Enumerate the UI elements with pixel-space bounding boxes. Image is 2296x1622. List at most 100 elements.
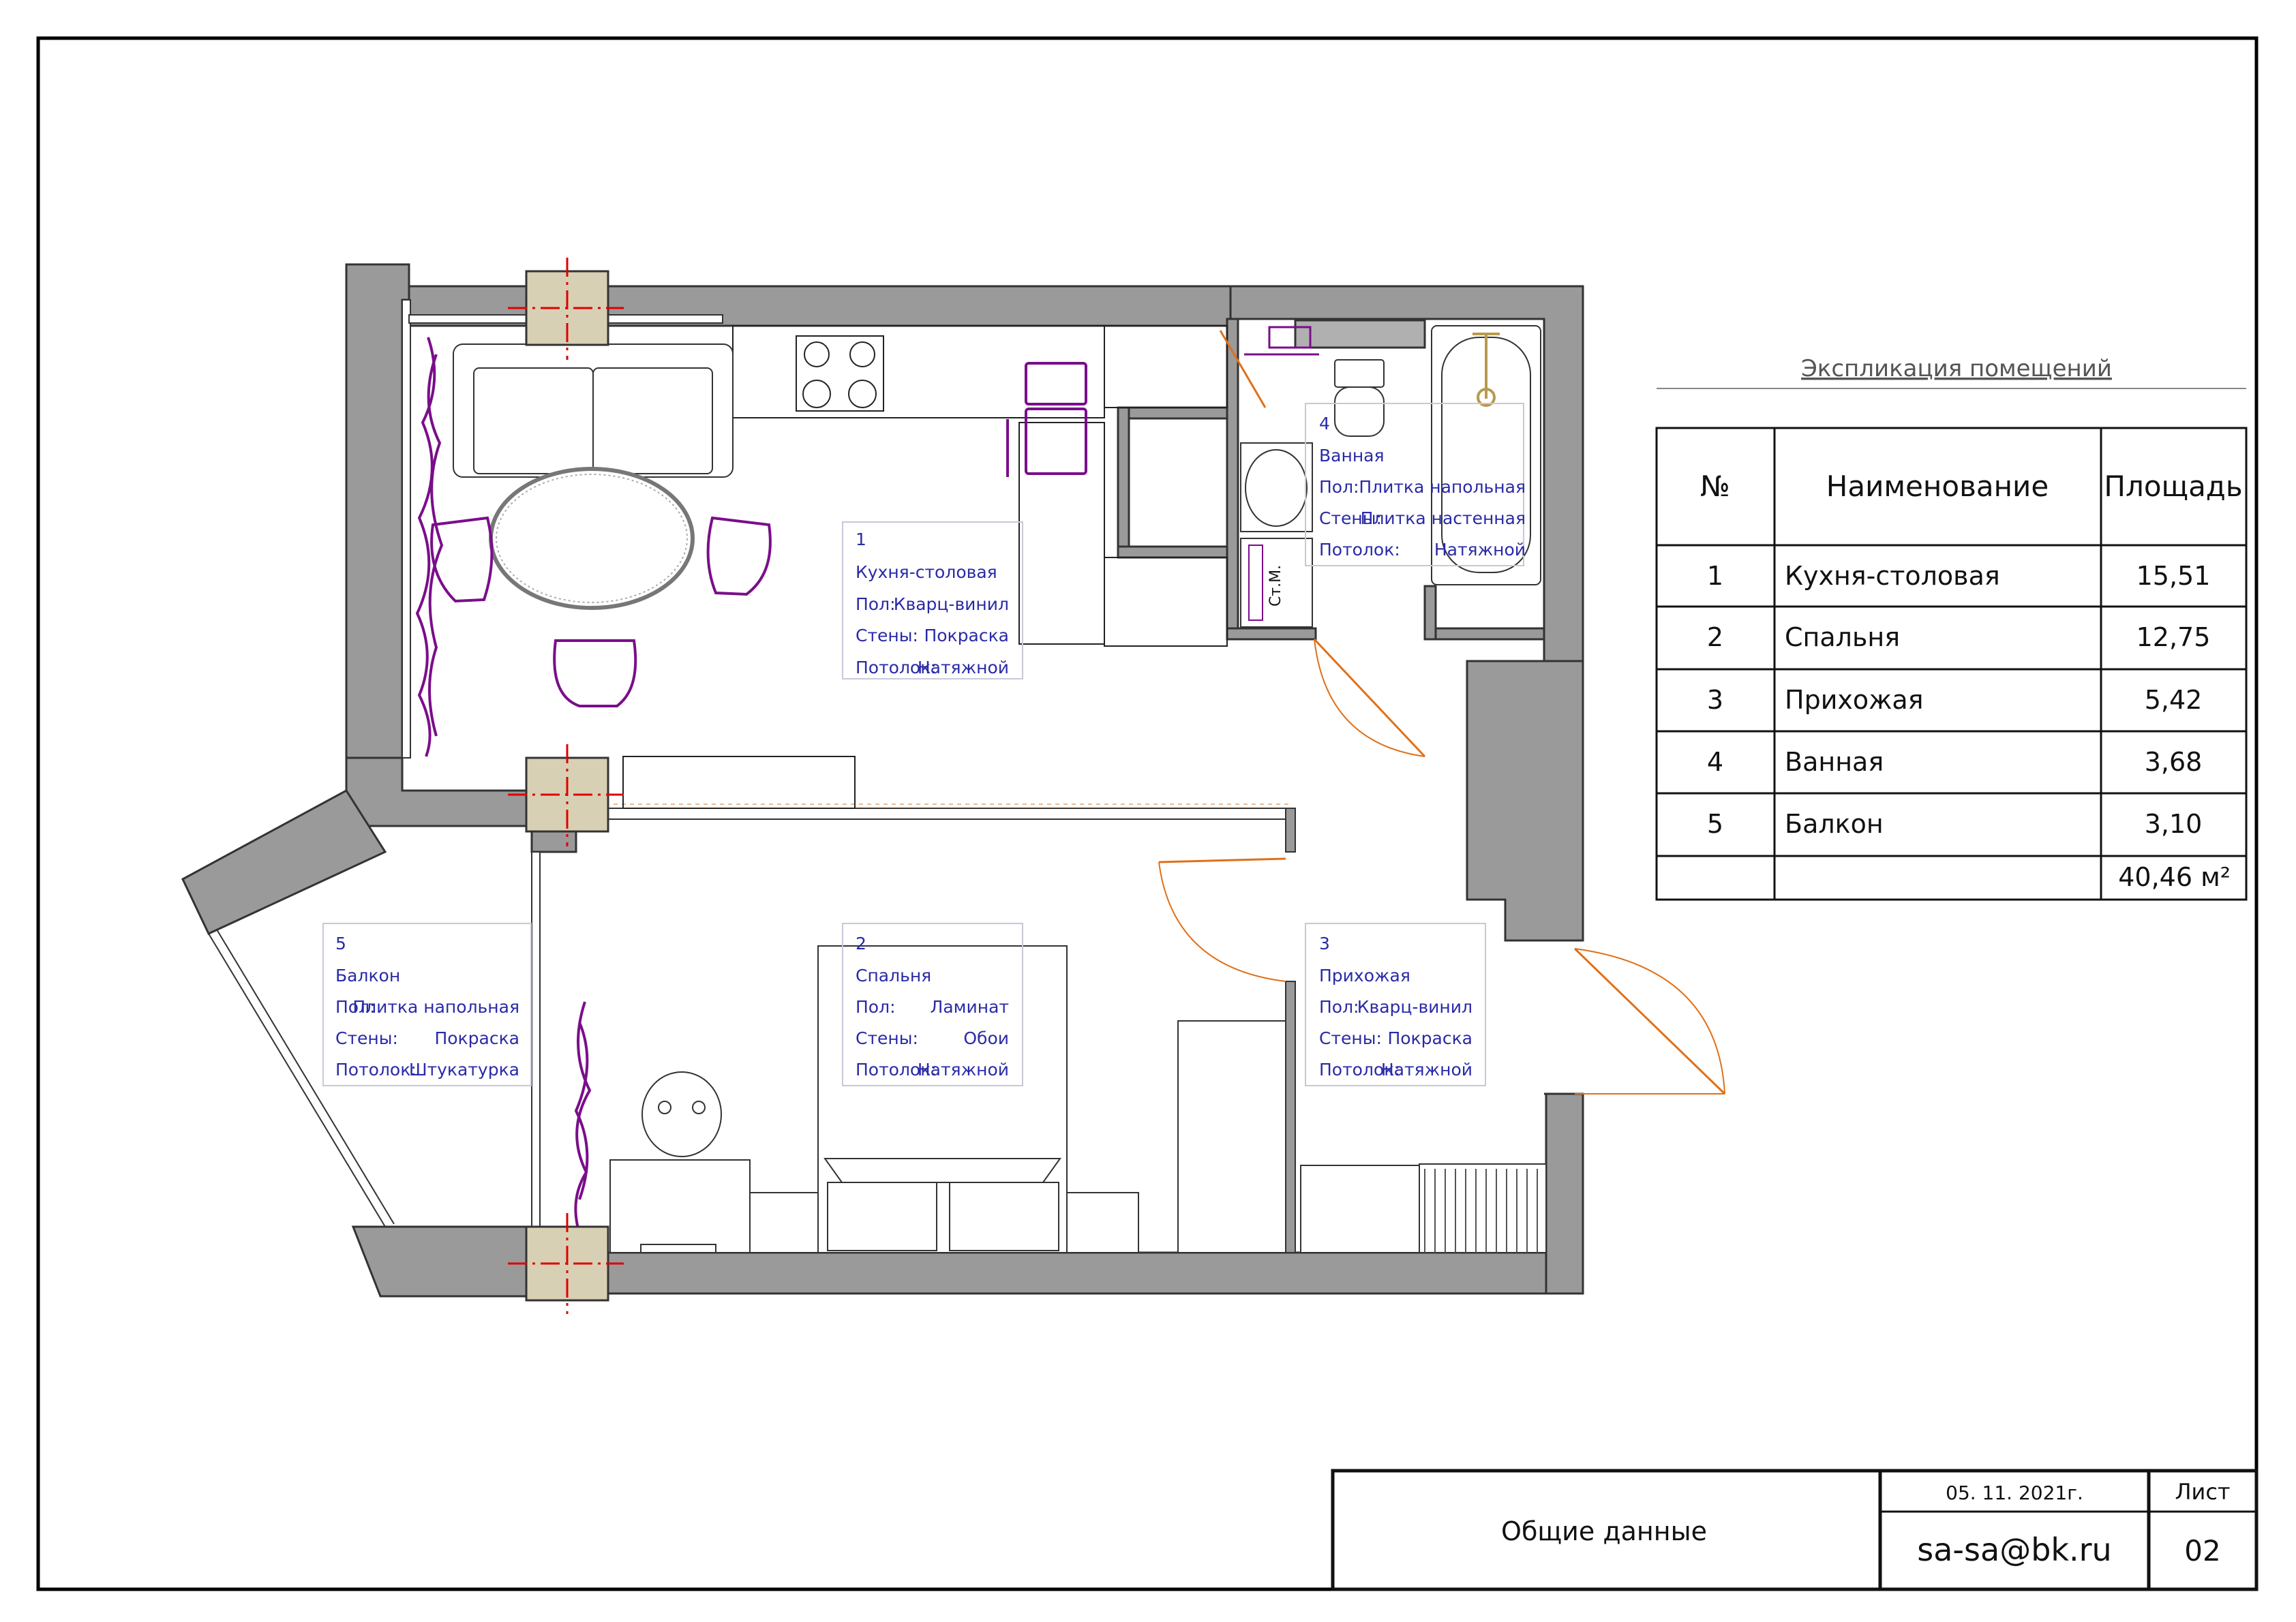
curtain-icon (415, 337, 444, 757)
label-text: 4 (1319, 414, 1330, 433)
label-text: Натяжной (918, 1060, 1009, 1080)
label-text: Ванная (1785, 747, 1884, 777)
bed-icon (817, 945, 1068, 1253)
label-text: 3 (1319, 934, 1330, 953)
label-text: Прихожая (1319, 966, 1410, 985)
label-text: Пол: (856, 594, 896, 614)
label-text: Покраска (924, 626, 1009, 645)
washer-icon (1240, 538, 1313, 628)
room-label-1: 1 Кухня-столовая Пол: Кварц-винил Стены:… (856, 530, 1009, 677)
label-text: Обои (963, 1028, 1009, 1048)
label-text: 2 (856, 934, 866, 953)
label-text: Кухня-столовая (856, 562, 997, 582)
fridge-icon (1006, 362, 1087, 477)
dining-table-icon (489, 467, 695, 610)
windows (402, 299, 723, 1227)
label-text: Покраска (434, 1028, 519, 1048)
label-text: 5 (1707, 809, 1723, 839)
explication-table: Экспликация помещений № Наименование Пло… (1655, 355, 2248, 901)
table-row: 1 Кухня-столовая 15,51 (1707, 561, 2210, 591)
balcony-outline (208, 929, 395, 1227)
label-text: Плитка напольная (1359, 477, 1526, 497)
room-label-4: 4 Ванная Пол: Плитка напольная Стены: Пл… (1319, 414, 1526, 560)
label-text: 15,51 (2136, 561, 2211, 591)
label-text: Стены: (335, 1028, 398, 1048)
label-text: 3,10 (2145, 809, 2203, 839)
label-text: Потолок: (856, 658, 937, 677)
title-stamp: Общие данные 05. 11. 2021г. Лист sa-sa@b… (1331, 1469, 2259, 1591)
label-text: Плитка настенная (1361, 508, 1526, 528)
stamp-sheet-number: 02 (2184, 1534, 2220, 1567)
sink-icon (1240, 442, 1313, 532)
table-row: 2 Спальня 12,75 (1707, 622, 2210, 652)
room-label-2: 2 Спальня Пол: Ламинат Стены: Обои Потол… (856, 934, 1009, 1080)
label-text: Пол: (1319, 477, 1359, 497)
shelf-icon (1244, 326, 1319, 356)
label-text: 1 (1707, 561, 1723, 591)
header-num: № (1700, 470, 1730, 503)
label-text: 3 (1707, 685, 1723, 715)
room-label-5: 5 Балкон Пол: Плитка напольная Стены: По… (335, 934, 519, 1080)
total-area: 40,46 м² (2118, 862, 2231, 892)
label-text: 5,42 (2145, 685, 2203, 715)
label-text: Стены: (856, 626, 918, 645)
label-text: Натяжной (918, 658, 1009, 677)
header-area: Площадь (2104, 470, 2242, 503)
table-row: 5 Балкон 3,10 (1707, 809, 2202, 839)
label-text: 1 (856, 530, 866, 549)
bedroom-furniture (609, 1020, 1547, 1253)
label-text: Кварц-винил (894, 594, 1009, 614)
label-text: Покраска (1387, 1028, 1472, 1048)
chair-icons (430, 516, 772, 707)
floor-plan: Ст.М. (181, 258, 1726, 1314)
chair-icon-bedroom (641, 1071, 722, 1157)
label-text: Пол: (1319, 997, 1359, 1017)
label-text: Ламинат (931, 997, 1009, 1017)
label-text: Балкон (1785, 809, 1884, 839)
interior-walls (1117, 318, 1545, 641)
label-text: Пол: (856, 997, 896, 1017)
partition-wall (575, 804, 1296, 1253)
label-text: Потолок: (856, 1060, 937, 1080)
label-text: Прихожая (1785, 685, 1924, 715)
stamp-title: Общие данные (1501, 1516, 1707, 1546)
label-text: Натяжной (1381, 1060, 1472, 1080)
room-label-3: 3 Прихожая Пол: Кварц-винил Стены: Покра… (1319, 934, 1472, 1080)
label-text: 3,68 (2145, 747, 2203, 777)
stamp-email: sa-sa@bk.ru (1917, 1531, 2111, 1568)
label-text: Плитка напольная (352, 997, 519, 1017)
stamp-date: 05. 11. 2021г. (1946, 1482, 2083, 1504)
toilet-icon (1334, 359, 1385, 437)
faucet-icon (1472, 333, 1500, 407)
washer-label: Ст.М. (1267, 565, 1284, 607)
column-axes (508, 258, 624, 1314)
sofa-icon (453, 343, 734, 478)
table-row: 4 Ванная 3,68 (1707, 747, 2202, 777)
table-row: 3 Прихожая 5,42 (1707, 685, 2202, 715)
label-text: Потолок: (1319, 540, 1400, 560)
label-text: 12,75 (2136, 622, 2211, 652)
label-text: Натяжной (1434, 540, 1526, 560)
bathtub-icon (1431, 325, 1541, 585)
label-text: Пол: (335, 997, 376, 1017)
shoe-rack-icon (1424, 1169, 1538, 1253)
label-text: 2 (1707, 622, 1723, 652)
label-text: Стены: (856, 1028, 918, 1048)
label-text: 5 (335, 934, 346, 953)
label-text: Потолок: (1319, 1060, 1400, 1080)
label-text: Спальня (1785, 622, 1900, 652)
label-text: 4 (1707, 747, 1723, 777)
room-label-frames (322, 403, 1524, 1086)
sheet-frame (36, 36, 2259, 1591)
label-text: Стены: (1319, 508, 1382, 528)
doors (1158, 330, 1726, 1095)
label-text: Балкон (335, 966, 400, 985)
balcony-curtain-icon (574, 1001, 592, 1234)
header-name: Наименование (1826, 470, 2049, 503)
label-text: Спальня (856, 966, 931, 985)
label-text: Кухня-столовая (1785, 561, 2000, 591)
label-text: Стены: (1319, 1028, 1382, 1048)
label-text: Ванная (1319, 446, 1385, 465)
explication-title: Экспликация помещений (1801, 355, 2112, 382)
